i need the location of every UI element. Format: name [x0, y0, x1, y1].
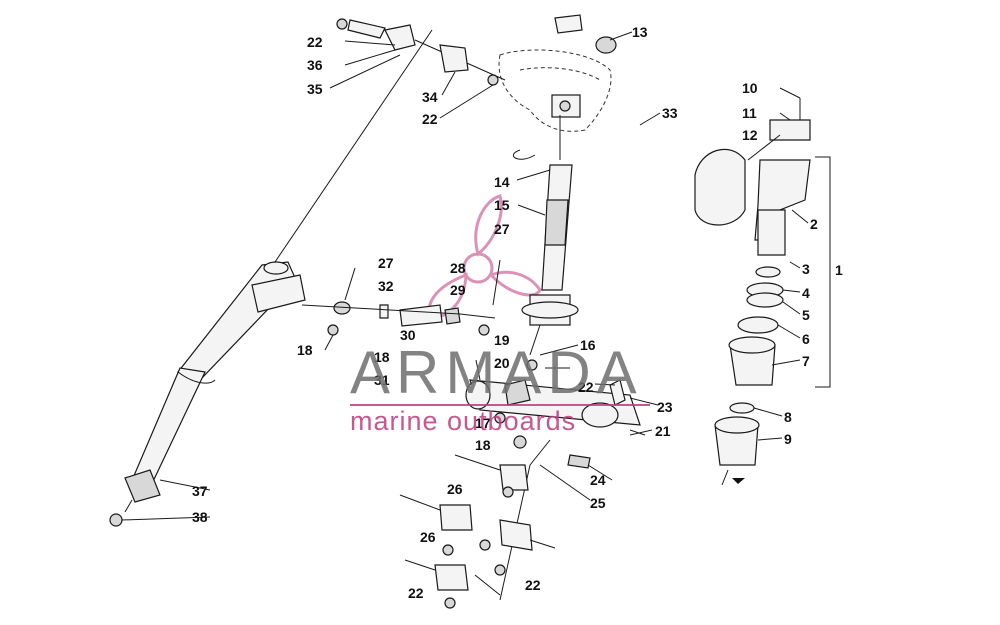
- watermark-tagline: marine outboards: [350, 406, 576, 436]
- callout-38: 38: [192, 509, 208, 525]
- callout-22-d: 22: [525, 577, 541, 593]
- callout-20: 20: [494, 355, 510, 371]
- mid-fasteners: [301, 259, 501, 336]
- watermark-brand: ARMADA: [350, 339, 643, 406]
- callout-35: 35: [307, 81, 323, 97]
- callout-4: 4: [802, 285, 810, 301]
- callout-33: 33: [662, 105, 678, 121]
- callout-18c: 18: [475, 437, 491, 453]
- lower-bracket: [465, 359, 646, 449]
- callout-27-b: 27: [494, 221, 510, 237]
- callout-2: 2: [810, 216, 818, 232]
- propeller-icon: [427, 194, 542, 320]
- callout-36: 36: [307, 57, 323, 73]
- cable-clamps: [399, 439, 591, 609]
- callout-17: 17: [475, 415, 491, 431]
- callout-12: 12: [742, 127, 758, 143]
- watermark-divider: [350, 404, 650, 406]
- callout-7: 7: [802, 353, 810, 369]
- shaft-part-15: [513, 149, 579, 356]
- callout-18b: 18: [374, 349, 390, 365]
- callout-6: 6: [802, 331, 810, 347]
- callout-11: 11: [742, 105, 757, 121]
- callout-16: 16: [580, 337, 596, 353]
- callout-14: 14: [494, 174, 510, 190]
- callout-28: 28: [450, 260, 466, 276]
- callout-32: 32: [378, 278, 394, 294]
- callout-22-b: 22: [422, 111, 438, 127]
- tiller-bracket: [498, 49, 612, 160]
- callout-34: 34: [422, 89, 438, 105]
- callout-15: 15: [494, 197, 510, 213]
- right-assembly: [694, 98, 831, 486]
- callout-labels: 1 2 3 4 5 6 7 8 9 10 11 12 13 14 15 16 1…: [192, 24, 843, 601]
- callout-21: 21: [655, 423, 671, 439]
- callout-27-a: 27: [378, 255, 394, 271]
- callout-1: 1: [835, 262, 843, 278]
- callout-26-b: 26: [420, 529, 436, 545]
- callout-8: 8: [784, 409, 792, 425]
- linkage-parts: [336, 14, 617, 86]
- callout-22-e: 22: [408, 585, 424, 601]
- callout-30: 30: [400, 327, 416, 343]
- callout-29: 29: [450, 282, 466, 298]
- callout-37: 37: [192, 483, 208, 499]
- callout-22-c: 22: [578, 379, 594, 395]
- callout-5: 5: [802, 307, 810, 323]
- callout-19: 19: [494, 332, 510, 348]
- callout-24: 24: [590, 472, 606, 488]
- callout-31: 31: [374, 372, 390, 388]
- callout-18a: 18: [297, 342, 313, 358]
- callout-25: 25: [590, 495, 606, 511]
- callout-13: 13: [632, 24, 648, 40]
- callout-22-a: 22: [307, 34, 323, 50]
- callout-26-a: 26: [447, 481, 463, 497]
- callout-leaders: [121, 31, 809, 521]
- callout-3: 3: [802, 261, 810, 277]
- steering-tube-part-37: [109, 29, 433, 527]
- callout-9: 9: [784, 431, 792, 447]
- callout-23: 23: [657, 399, 673, 415]
- callout-10: 10: [742, 80, 758, 96]
